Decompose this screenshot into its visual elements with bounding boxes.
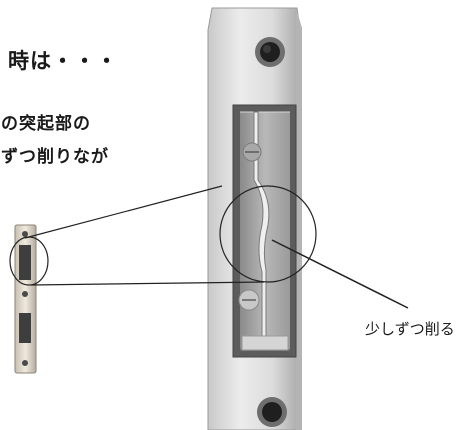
instruction-line-2: ずつ削りなが bbox=[1, 147, 109, 167]
leader-line bbox=[271, 239, 409, 309]
latch-recess bbox=[232, 104, 297, 358]
large-strike-plate bbox=[207, 7, 302, 430]
magnifier-callout bbox=[9, 185, 317, 286]
top-screw-hole-icon bbox=[255, 37, 285, 67]
bottom-screw-hole-icon bbox=[257, 397, 287, 427]
callout-label: 少しずつ削る bbox=[365, 320, 455, 338]
instruction-line-1: の突起部の bbox=[1, 114, 91, 134]
heading-text: 時は・・・ bbox=[8, 49, 118, 73]
small-strike-plate bbox=[14, 224, 37, 374]
